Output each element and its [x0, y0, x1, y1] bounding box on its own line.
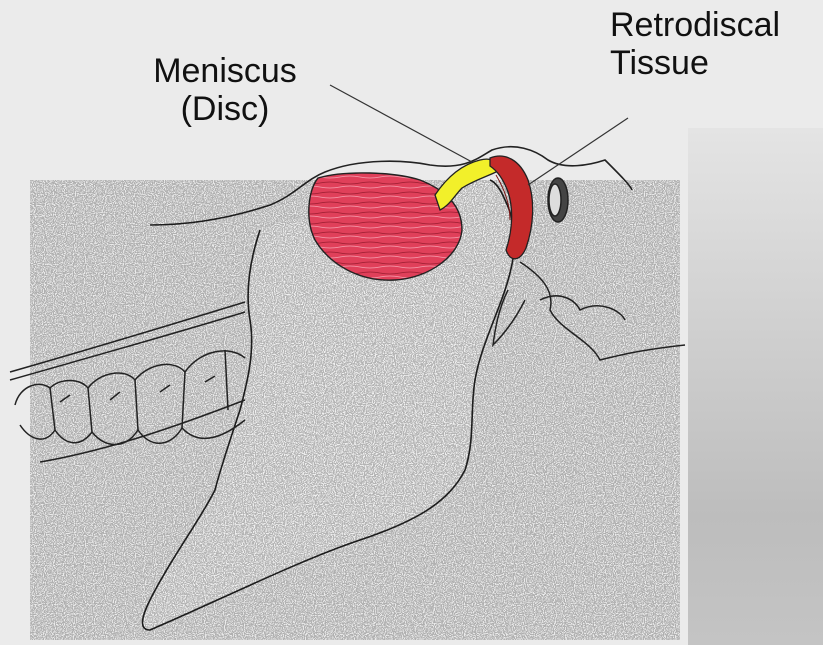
meniscus-label-line2: (Disc): [132, 90, 318, 128]
meniscus-label-line1: Meniscus: [132, 52, 318, 90]
meniscus-leader-line: [330, 85, 472, 162]
retrodiscal-label: Retrodiscal Tissue: [610, 6, 780, 82]
retrodiscal-label-line1: Retrodiscal: [610, 6, 780, 44]
retrodiscal-leader-line: [528, 118, 628, 185]
retrodiscal-label-line2: Tissue: [610, 44, 780, 82]
meniscus-label: Meniscus (Disc): [132, 52, 318, 128]
